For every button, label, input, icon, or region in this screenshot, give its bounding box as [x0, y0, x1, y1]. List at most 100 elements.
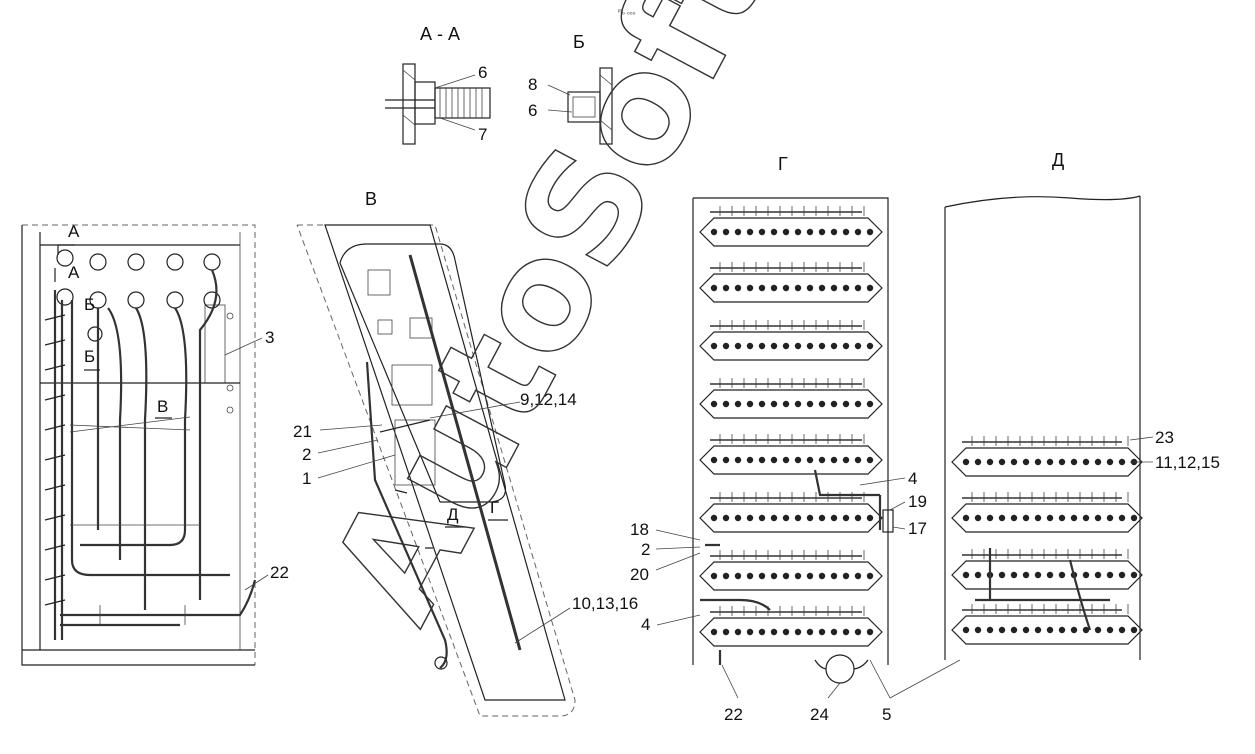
terminal-screw — [782, 228, 790, 236]
terminal-screw — [1118, 514, 1126, 522]
terminal-screw — [1070, 458, 1078, 466]
terminal-screw — [1106, 626, 1114, 634]
terminal-screw — [710, 572, 718, 580]
terminal-screw — [1010, 458, 1018, 466]
terminal-screw — [710, 456, 718, 464]
terminal-screw — [734, 514, 742, 522]
terminal-block-rows — [699, 206, 883, 647]
callout-17: 17 — [908, 519, 927, 538]
terminal-screw — [962, 514, 970, 522]
terminal-screw — [986, 626, 994, 634]
terminal-screw — [1046, 626, 1054, 634]
terminal-screw — [842, 284, 850, 292]
view-g-terminal-panel: Г 4 19 17 18 2 20 4 22 24 5 — [630, 154, 961, 724]
terminal-screw — [722, 284, 730, 292]
terminal-screw — [1022, 458, 1030, 466]
terminal-screw — [770, 342, 778, 350]
terminal-strip — [699, 378, 883, 419]
terminal-screw — [1070, 514, 1078, 522]
callout-23: 23 — [1155, 428, 1174, 447]
marker-d: Д — [447, 505, 459, 524]
callout-10-13-16: 10,13,16 — [572, 594, 638, 613]
terminal-screw — [746, 456, 754, 464]
view-b-detail: Б 8 6 — [528, 32, 613, 145]
terminal-screw — [1082, 514, 1090, 522]
terminal-screw — [758, 628, 766, 636]
callout-24: 24 — [810, 705, 829, 724]
terminal-screw — [734, 342, 742, 350]
terminal-strip — [699, 320, 883, 361]
marker-a-top: А — [68, 222, 80, 241]
terminal-screw — [830, 628, 838, 636]
terminal-screw — [746, 572, 754, 580]
terminal-screw — [758, 456, 766, 464]
terminal-block-rows-d — [951, 436, 1143, 645]
terminal-screw — [794, 284, 802, 292]
terminal-screw — [746, 628, 754, 636]
terminal-screw — [734, 456, 742, 464]
terminal-screw — [830, 342, 838, 350]
terminal-screw — [818, 342, 826, 350]
terminal-screw — [998, 626, 1006, 634]
callout-19: 19 — [908, 492, 927, 511]
terminal-strip — [951, 549, 1143, 590]
terminal-screw — [794, 628, 802, 636]
terminal-screw — [998, 514, 1006, 522]
callout-4-upper: 4 — [908, 469, 917, 488]
terminal-screw — [1130, 514, 1138, 522]
terminal-screw — [974, 514, 982, 522]
terminal-screw — [1082, 571, 1090, 579]
terminal-screw — [794, 514, 802, 522]
terminal-screw — [866, 342, 874, 350]
callout-3: 3 — [265, 328, 274, 347]
terminal-strip — [699, 606, 883, 647]
view-d-terminal-panel: Д 23 11,12,15 — [944, 150, 1220, 660]
terminal-screw — [746, 284, 754, 292]
marker-g: Г — [490, 498, 499, 517]
terminal-screw — [1022, 571, 1030, 579]
terminal-screw — [746, 228, 754, 236]
terminal-screw — [866, 228, 874, 236]
terminal-screw — [806, 284, 814, 292]
terminal-screw — [854, 228, 862, 236]
terminal-strip — [951, 492, 1143, 533]
callout-2-g: 2 — [641, 540, 650, 559]
callout-11-12-15: 11,12,15 — [1155, 453, 1220, 472]
terminal-screw — [854, 284, 862, 292]
terminal-screw — [830, 228, 838, 236]
terminal-screw — [818, 456, 826, 464]
terminal-screw — [722, 400, 730, 408]
cabinet-front-view: А А Б Б В 3 22 — [21, 222, 289, 666]
terminal-screw — [1070, 626, 1078, 634]
terminal-screw — [1094, 458, 1102, 466]
terminal-screw — [1106, 514, 1114, 522]
marker-b-upper: Б — [84, 295, 95, 314]
terminal-screw — [842, 400, 850, 408]
callout-1: 1 — [302, 469, 311, 488]
terminal-screw — [770, 284, 778, 292]
terminal-screw — [854, 400, 862, 408]
terminal-screw — [1118, 626, 1126, 634]
terminal-screw — [806, 514, 814, 522]
terminal-screw — [818, 628, 826, 636]
terminal-screw — [746, 400, 754, 408]
cable-glands — [56, 249, 221, 342]
terminal-screw — [866, 456, 874, 464]
terminal-screw — [1046, 571, 1054, 579]
terminal-strip — [699, 206, 883, 247]
terminal-screw — [1094, 514, 1102, 522]
terminal-screw — [794, 572, 802, 580]
terminal-screw — [1058, 514, 1066, 522]
terminal-screw — [722, 342, 730, 350]
terminal-screw — [830, 572, 838, 580]
terminal-screw — [782, 400, 790, 408]
terminal-screw — [818, 572, 826, 580]
terminal-screw — [806, 456, 814, 464]
terminal-screw — [758, 400, 766, 408]
terminal-screw — [854, 514, 862, 522]
terminal-screw — [1118, 458, 1126, 466]
terminal-screw — [722, 228, 730, 236]
terminal-screw — [998, 458, 1006, 466]
terminal-screw — [1058, 571, 1066, 579]
watermark: AutoSoft — [298, 0, 802, 647]
